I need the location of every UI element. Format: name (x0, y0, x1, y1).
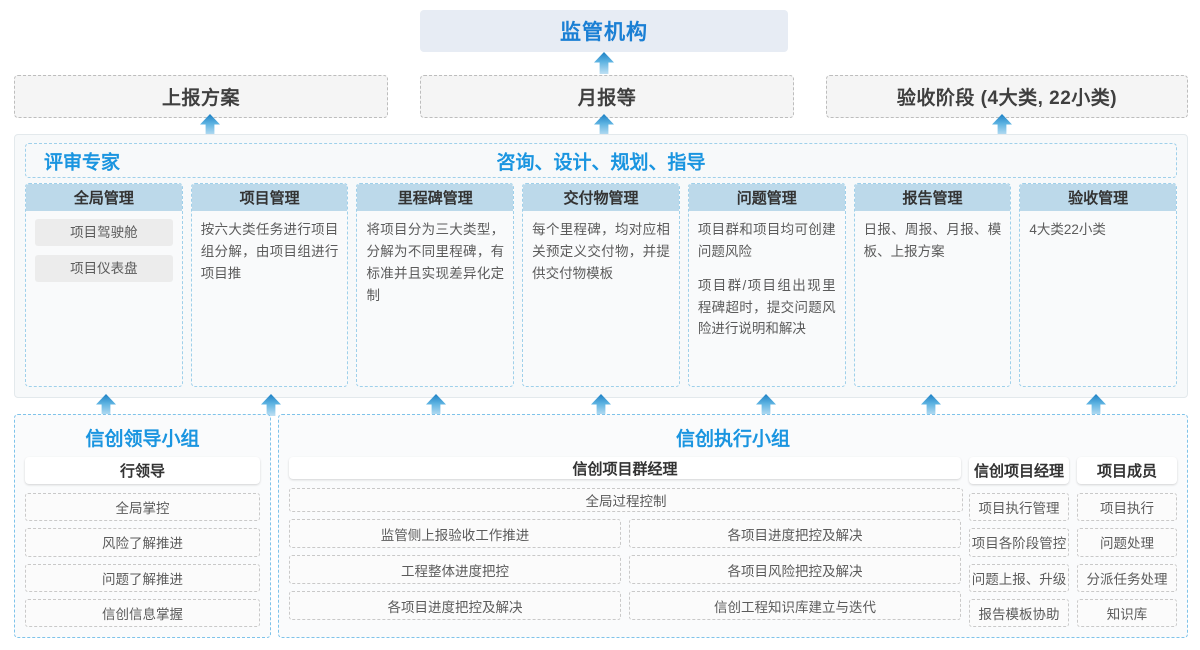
role-project-member[interactable]: 项目成员 (1077, 457, 1177, 485)
program-manager-task-row: 各项目进度把控及解决 信创工程知识库建立与迭代 (289, 591, 961, 627)
task-item[interactable]: 工程整体进度把控 (289, 555, 621, 584)
consulting-services-label: 咨询、设计、规划、指导 (496, 152, 706, 173)
column-title: 问题管理 (688, 184, 845, 211)
program-manager-task-row: 工程整体进度把控 各项目风险把控及解决 (289, 555, 961, 591)
task-item[interactable]: 问题了解推进 (25, 563, 260, 592)
task-item[interactable]: 知识库 (1077, 598, 1177, 627)
column-title: 全局管理 (26, 184, 182, 211)
regulator-label: 监管机构 (560, 21, 648, 44)
column-project-management[interactable]: 项目管理 按六大类任务进行项目组分解，由项目组进行项目推 (190, 183, 349, 387)
column-title: 报告管理 (854, 184, 1011, 211)
group-leading: 信创领导小组 行领导 全局掌控 风险了解推进 问题了解推进 信创信息掌握 (14, 414, 271, 638)
project-member-column: 项目成员 项目执行 问题处理 分派任务处理 知识库 (1077, 457, 1177, 627)
task-item[interactable]: 问题上报、升级 (969, 563, 1069, 592)
column-paragraph: 项目群和项目均可创建问题风险 (697, 222, 836, 259)
leading-role-column: 行领导 全局掌控 风险了解推进 问题了解推进 信创信息掌握 (25, 457, 260, 627)
bottom-groups: 信创领导小组 行领导 全局掌控 风险了解推进 问题了解推进 信创信息掌握 信创执… (14, 414, 1188, 638)
regulator-box: 监管机构 (420, 10, 788, 52)
task-item[interactable]: 风险了解推进 (25, 528, 260, 557)
column-title: 交付物管理 (523, 184, 679, 211)
column-body: 4大类22小类 (1020, 211, 1176, 386)
task-item[interactable]: 项目执行管理 (969, 493, 1069, 522)
task-item[interactable]: 报告模板协助 (969, 598, 1069, 627)
column-title: 项目管理 (191, 184, 348, 211)
column-title: 验收管理 (1020, 184, 1177, 211)
task-item[interactable]: 信创工程知识库建立与迭代 (629, 591, 961, 620)
column-body: 将项目分为三大类型，分解为不同里程碑，有标准并且实现差异化定制 (357, 211, 513, 386)
consulting-panel: 评审专家 咨询、设计、规划、指导 全局管理 项目驾驶舱 项目仪表盘 项目管理 按… (14, 134, 1188, 398)
column-body: 项目驾驶舱 项目仪表盘 (26, 211, 182, 386)
group-executing-title: 信创执行小组 (675, 429, 790, 450)
program-manager-task-row: 监管侧上报验收工作推进 各项目进度把控及解决 (289, 519, 961, 555)
role-project-manager[interactable]: 信创项目经理 (969, 457, 1069, 485)
role-program-manager[interactable]: 信创项目群经理 (289, 457, 961, 480)
management-columns: 全局管理 项目驾驶舱 项目仪表盘 项目管理 按六大类任务进行项目组分解，由项目组… (25, 183, 1178, 387)
task-item[interactable]: 项目执行 (1077, 493, 1177, 522)
task-item[interactable]: 监管侧上报验收工作推进 (289, 519, 621, 548)
pill-item[interactable]: 项目仪表盘 (35, 255, 173, 282)
column-global-management[interactable]: 全局管理 项目驾驶舱 项目仪表盘 (25, 183, 183, 387)
column-paragraph: 将项目分为三大类型，分解为不同里程碑，有标准并且实现差异化定制 (366, 222, 505, 303)
task-item[interactable]: 各项目风险把控及解决 (629, 555, 961, 584)
column-title: 里程碑管理 (357, 184, 514, 211)
project-manager-column: 信创项目经理 项目执行管理 项目各阶段管控 问题上报、升级 报告模板协助 (969, 457, 1069, 627)
column-body: 日报、周报、月报、模板、上报方案 (855, 211, 1011, 386)
group-leading-body: 行领导 全局掌控 风险了解推进 问题了解推进 信创信息掌握 (25, 457, 260, 627)
column-acceptance-management[interactable]: 验收管理 4大类22小类 (1019, 183, 1178, 387)
column-issue-management[interactable]: 问题管理 项目群和项目均可创建问题风险 项目群/项目组出现里程碑超时，提交问题风… (687, 183, 846, 387)
report-row: 上报方案 月报等 验收阶段 (4大类, 22小类) (14, 75, 1188, 118)
task-item[interactable]: 问题处理 (1077, 528, 1177, 557)
column-milestone-management[interactable]: 里程碑管理 将项目分为三大类型，分解为不同里程碑，有标准并且实现差异化定制 (356, 183, 515, 387)
column-body: 按六大类任务进行项目组分解，由项目组进行项目推 (192, 211, 348, 386)
pill-item[interactable]: 项目驾驶舱 (35, 219, 173, 246)
group-leading-title: 信创领导小组 (85, 429, 200, 450)
report-box-acceptance: 验收阶段 (4大类, 22小类) (826, 75, 1188, 118)
group-executing: 信创执行小组 信创项目群经理 全局过程控制 监管侧上报验收工作推进 各项目进度把… (278, 414, 1188, 638)
consulting-panel-header: 评审专家 咨询、设计、规划、指导 (25, 143, 1177, 178)
task-item[interactable]: 项目各阶段管控 (969, 528, 1069, 557)
column-body: 每个里程碑，均对应相关预定义交付物，并提供交付物模板 (523, 211, 679, 386)
task-item[interactable]: 各项目进度把控及解决 (289, 591, 621, 620)
group-executing-body: 信创项目群经理 全局过程控制 监管侧上报验收工作推进 各项目进度把控及解决 工程… (289, 457, 1177, 627)
report-box-plan: 上报方案 (14, 75, 388, 118)
review-expert-label: 评审专家 (44, 152, 121, 173)
task-item[interactable]: 全局过程控制 (289, 488, 963, 512)
column-body: 项目群和项目均可创建问题风险 项目群/项目组出现里程碑超时，提交问题风险进行说明… (689, 211, 845, 386)
column-paragraph: 4大类22小类 (1029, 222, 1106, 237)
column-report-management[interactable]: 报告管理 日报、周报、月报、模板、上报方案 (853, 183, 1012, 387)
column-deliverable-management[interactable]: 交付物管理 每个里程碑，均对应相关预定义交付物，并提供交付物模板 (522, 183, 680, 387)
column-paragraph: 按六大类任务进行项目组分解，由项目组进行项目推 (200, 222, 339, 281)
column-paragraph: 日报、周报、月报、模板、上报方案 (863, 222, 1002, 259)
role-bank-leader[interactable]: 行领导 (25, 457, 260, 485)
report-box-monthly: 月报等 (420, 75, 794, 118)
task-item[interactable]: 各项目进度把控及解决 (629, 519, 961, 548)
task-item[interactable]: 全局掌控 (25, 493, 260, 522)
column-paragraph: 项目群/项目组出现里程碑超时，提交问题风险进行说明和解决 (697, 277, 836, 337)
arrow-up-to-regulator (594, 52, 614, 74)
task-item[interactable]: 分派任务处理 (1077, 563, 1177, 592)
column-paragraph: 每个里程碑，均对应相关预定义交付物，并提供交付物模板 (532, 222, 670, 281)
task-item[interactable]: 信创信息掌握 (25, 598, 260, 627)
program-manager-column: 信创项目群经理 全局过程控制 监管侧上报验收工作推进 各项目进度把控及解决 工程… (289, 457, 963, 627)
